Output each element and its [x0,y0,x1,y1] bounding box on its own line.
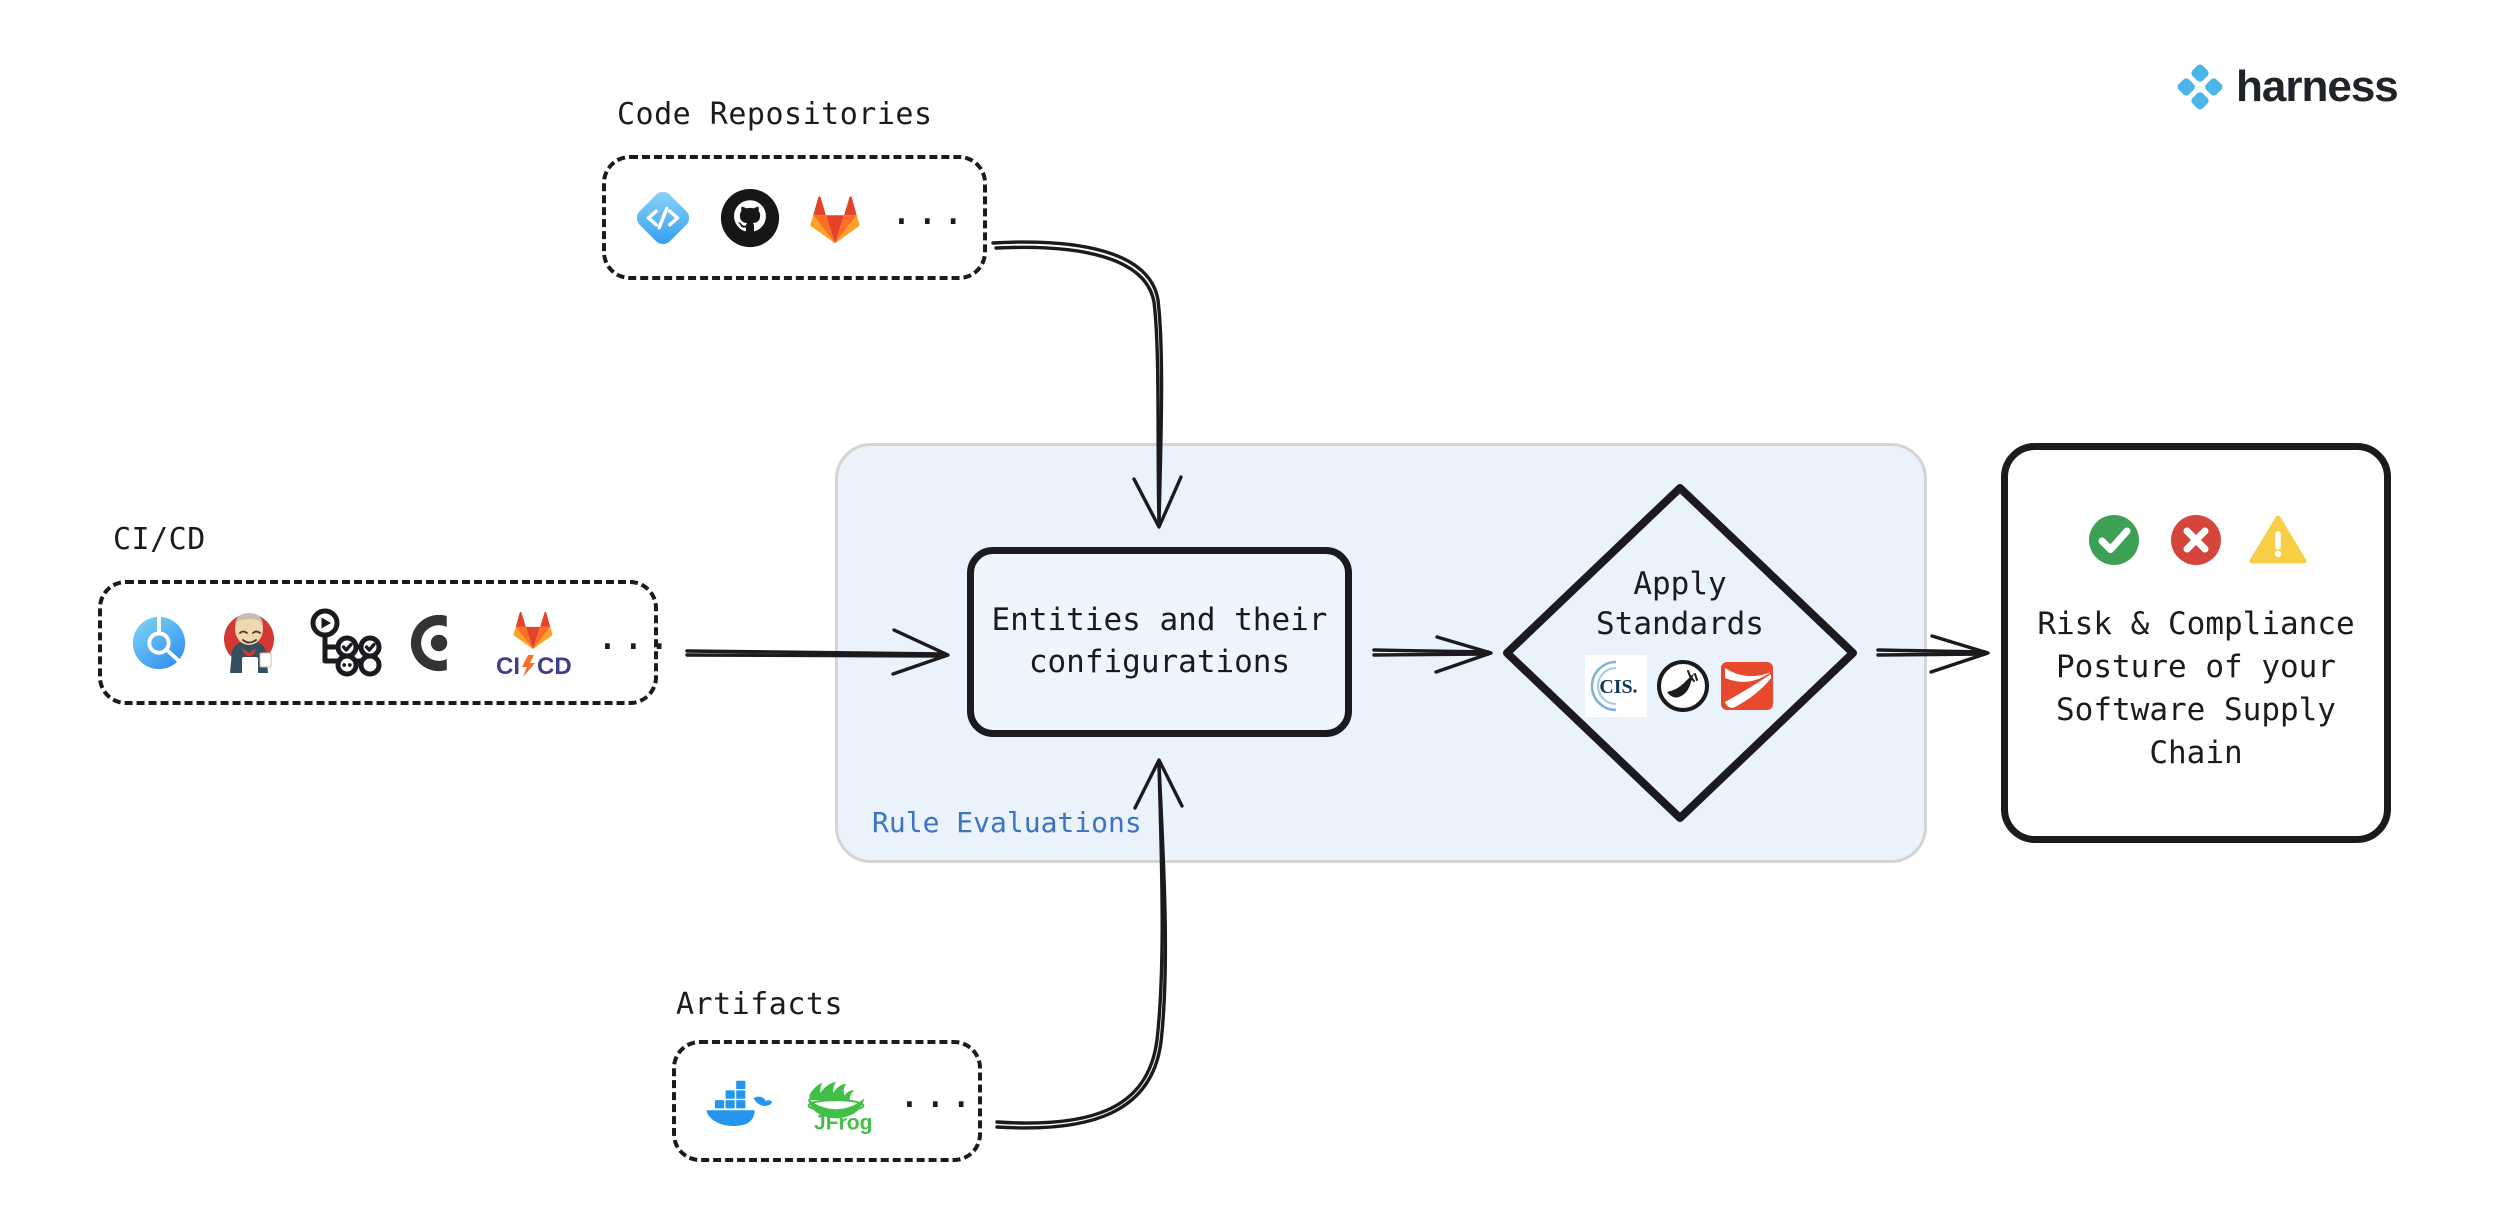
docker-icon [706,1080,773,1127]
github-icon [720,188,780,247]
entities-to-standards-arrow [1372,635,1493,674]
harness-brand-logo: harness [2177,62,2399,112]
gitlab-cicd-wordmark-icon: CI CD [496,653,572,680]
code-repositories-to-entities-arrow [991,240,1183,529]
artifacts-to-entities-arrow [995,758,1184,1130]
svg-text:JFrog: JFrog [814,1111,872,1134]
ci-cd-title: CI/CD [113,522,206,557]
ci-cd-group[interactable]: CI CD ... [98,580,671,705]
code-repositories-group[interactable]: ... [602,155,987,280]
gitlab-cicd-mark-icon [513,611,553,649]
rule-evaluations-label: Rule Evaluations [872,806,1142,839]
artifacts-group[interactable]: JFrog ... [672,1040,982,1162]
gitlab-icon [810,195,860,243]
entities-node[interactable]: Entities and their configurations [967,547,1352,737]
warning-triangle-icon [2249,515,2307,564]
harness-ci-icon [132,614,186,669]
gitlab-cicd-icon: CI CD [496,607,572,680]
artifacts-more: ... [898,1072,976,1116]
jfrog-icon: JFrog [807,1081,872,1134]
ci-cd-more: ... [596,613,674,658]
success-check-icon [2089,515,2139,566]
svg-text:CI: CI [496,653,520,680]
result-node-label: Risk & Compliance Posture of your Softwa… [2037,606,2355,771]
harness-code-icon [636,191,690,244]
github-actions-icon [310,608,382,676]
code-repositories-more: ... [890,188,968,233]
status-icon-row [2085,511,2307,569]
harness-diamond-logo-icon [2177,64,2223,110]
standards-to-result-arrow [1876,634,1990,674]
entities-node-label: Entities and their configurations [991,602,1328,680]
result-node[interactable]: Risk & Compliance Posture of your Softwa… [2001,443,2391,843]
jenkins-icon [224,612,274,677]
brand-name: harness [2236,62,2399,111]
svg-text:CD: CD [537,653,572,680]
code-repositories-title: Code Repositories [617,97,933,132]
artifacts-title: Artifacts [676,987,844,1022]
error-cross-icon [2171,515,2221,566]
circleci-icon [410,614,472,671]
cicd-to-entities-arrow [685,628,950,676]
